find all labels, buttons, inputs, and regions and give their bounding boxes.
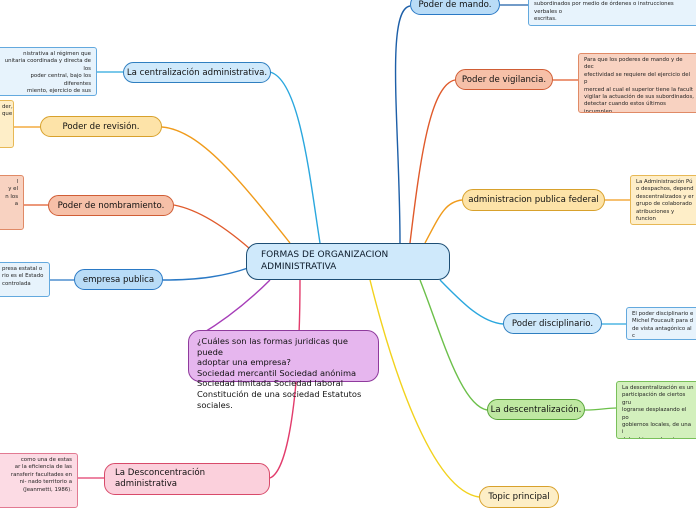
connector-federal: [424, 199, 463, 244]
topic-poder-vigilancia[interactable]: Poder de vigilancia.: [455, 69, 553, 90]
note-poder-mando: jerárquico de dirigir e impulsar la acti…: [528, 0, 696, 26]
topic-centralizacion[interactable]: La centralización administrativa.: [123, 62, 271, 83]
connector-disciplinario: [439, 279, 504, 325]
note-administracion-federal: La Administración Pú o despachos, depend…: [630, 175, 696, 225]
topic-empresa-publica[interactable]: empresa publica: [74, 269, 163, 290]
connector-empresa-question: [199, 279, 271, 336]
note-descentralizacion: La descentralización es un participación…: [616, 381, 696, 439]
connector-centralizacion: [269, 71, 321, 244]
topic-descentralizacion[interactable]: La descentralización.: [487, 399, 585, 420]
note-centralizacion: nistrativa al régimen que unitaria coord…: [0, 47, 97, 96]
note-poder-vigilancia: Para que los poderes de mando y de dec e…: [578, 53, 696, 113]
connector-descentralizacion: [419, 279, 488, 411]
note-desconcentracion: como una de estas ar la eficiencia de la…: [0, 453, 78, 508]
connector-topic-principal: [369, 279, 480, 498]
connector-revision: [161, 126, 291, 244]
topic-empresa-formas-juridicas[interactable]: ¿Cuáles son las formas juridicas que pue…: [188, 330, 379, 410]
central-topic[interactable]: FORMAS DE ORGANIZACION ADMINISTRATIVA: [246, 243, 450, 280]
connector-descentralizacion-note: [584, 407, 617, 411]
topic-poder-revision[interactable]: Poder de revisión.: [40, 116, 162, 137]
topic-poder-nombramiento[interactable]: Poder de nombramiento.: [48, 195, 174, 216]
connector-vigilancia: [409, 79, 456, 244]
note-poder-disciplinario: El poder disciplinario e Michel Foucault…: [626, 307, 696, 340]
connector-mando: [394, 5, 411, 244]
topic-desconcentracion[interactable]: La Desconcentración administrativa: [104, 463, 270, 495]
connector-desconcentracion: [269, 279, 301, 479]
topic-poder-mando[interactable]: Poder de mando.: [410, 0, 500, 15]
note-poder-revision: der, que: [0, 100, 14, 148]
note-poder-nombramiento: l y el n los a: [0, 175, 24, 230]
connector-empresa-publica: [162, 267, 249, 281]
topic-administracion-federal[interactable]: administracion publica federal: [462, 189, 605, 211]
topic-poder-disciplinario[interactable]: Poder disciplinario.: [503, 313, 602, 334]
note-empresa-publica: presa estatal o rio es el Estado control…: [0, 262, 50, 297]
topic-principal[interactable]: Topic principal: [479, 486, 559, 508]
